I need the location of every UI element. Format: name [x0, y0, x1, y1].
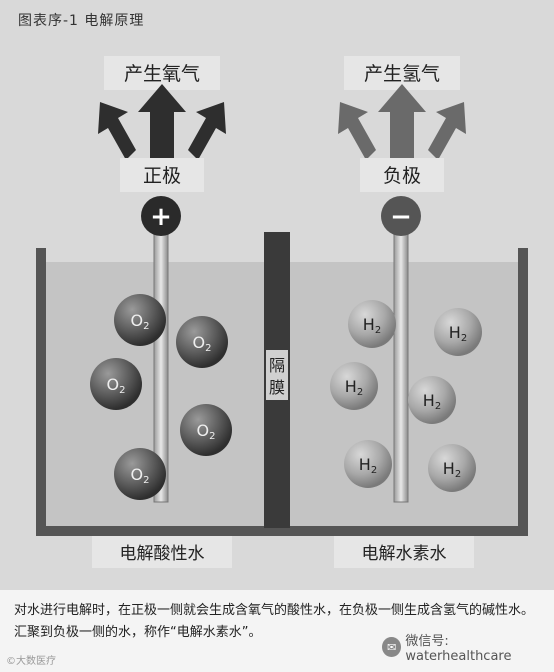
- acidic-water-label: 电解酸性水: [120, 544, 205, 564]
- positive-sign: +: [150, 202, 172, 232]
- negative-sign: −: [390, 202, 412, 232]
- arrow-up-left-icon: [338, 102, 376, 160]
- oxygen-bubble: O2: [176, 316, 228, 368]
- oxygen-bubble: O2: [114, 448, 166, 500]
- watermark-right: ✉ 微信号: waterhealthcare: [382, 630, 554, 664]
- hydrogen-bubble: H2: [330, 362, 378, 410]
- positive-electrode-label: 正极: [143, 165, 181, 187]
- left-electrode-label-bg: [120, 158, 204, 192]
- caption-text: 对水进行电解时，在正极一侧就会生成含氧气的酸性水，在负极一侧生成含氢气的碱性水。…: [14, 603, 535, 640]
- tank-left-wall: [36, 248, 46, 536]
- oxygen-bubble: O2: [90, 358, 142, 410]
- tank-bottom: [36, 526, 528, 536]
- membrane-label-char-2: 膜: [269, 378, 285, 397]
- watermark-left: ©大数医疗: [6, 656, 56, 667]
- arrow-up-right-icon: [428, 102, 466, 160]
- arrow-up-right-icon: [188, 102, 226, 160]
- hydrogen-water-label: 电解水素水: [362, 544, 447, 564]
- oxygen-bubble: O2: [180, 404, 232, 456]
- hydrogen-bubble: H2: [408, 376, 456, 424]
- arrow-up-icon: [378, 84, 426, 160]
- right-top-label: 产生氢气: [364, 63, 440, 85]
- negative-electrode-rod: [393, 231, 409, 503]
- left-top-label: 产生氧气: [124, 63, 200, 85]
- oxygen-bubble: O2: [114, 294, 166, 346]
- arrow-up-left-icon: [98, 102, 136, 160]
- right-electrode-label-bg: [360, 158, 444, 192]
- wechat-icon: ✉: [382, 637, 402, 657]
- right-gas-arrows: [338, 84, 466, 160]
- hydrogen-bubble: H2: [344, 440, 392, 488]
- right-solution-label-bg: [334, 536, 474, 568]
- tank-right-wall: [518, 248, 528, 536]
- arrow-up-icon: [138, 84, 186, 160]
- negative-electrode-label: 负极: [383, 165, 421, 187]
- left-solution-label-bg: [92, 536, 232, 568]
- left-gas-arrows: [98, 84, 226, 160]
- watermark-right-text: 微信号: waterhealthcare: [405, 634, 512, 664]
- positive-terminal-icon: [141, 196, 181, 236]
- figure-title: 图表序-1 电解原理: [18, 13, 145, 29]
- membrane-label-char-1: 隔: [269, 356, 285, 375]
- hydrogen-bubble: H2: [348, 300, 396, 348]
- tank: [36, 248, 528, 536]
- diagram-canvas: 产生氧气 产生氢气 正极 负极 隔 膜: [36, 56, 528, 568]
- oxygen-bubbles: O2 O2 O2 O2 O2: [90, 294, 232, 500]
- hydrogen-bubble: H2: [428, 444, 476, 492]
- hydrogen-bubbles: H2 H2 H2 H2 H2 H2: [330, 300, 482, 492]
- membrane-label-bg: [266, 350, 288, 400]
- caption-panel: 对水进行电解时，在正极一侧就会生成含氧气的酸性水，在负极一侧生成含氢气的碱性水。…: [0, 590, 554, 672]
- hydrogen-bubble: H2: [434, 308, 482, 356]
- negative-terminal-icon: [381, 196, 421, 236]
